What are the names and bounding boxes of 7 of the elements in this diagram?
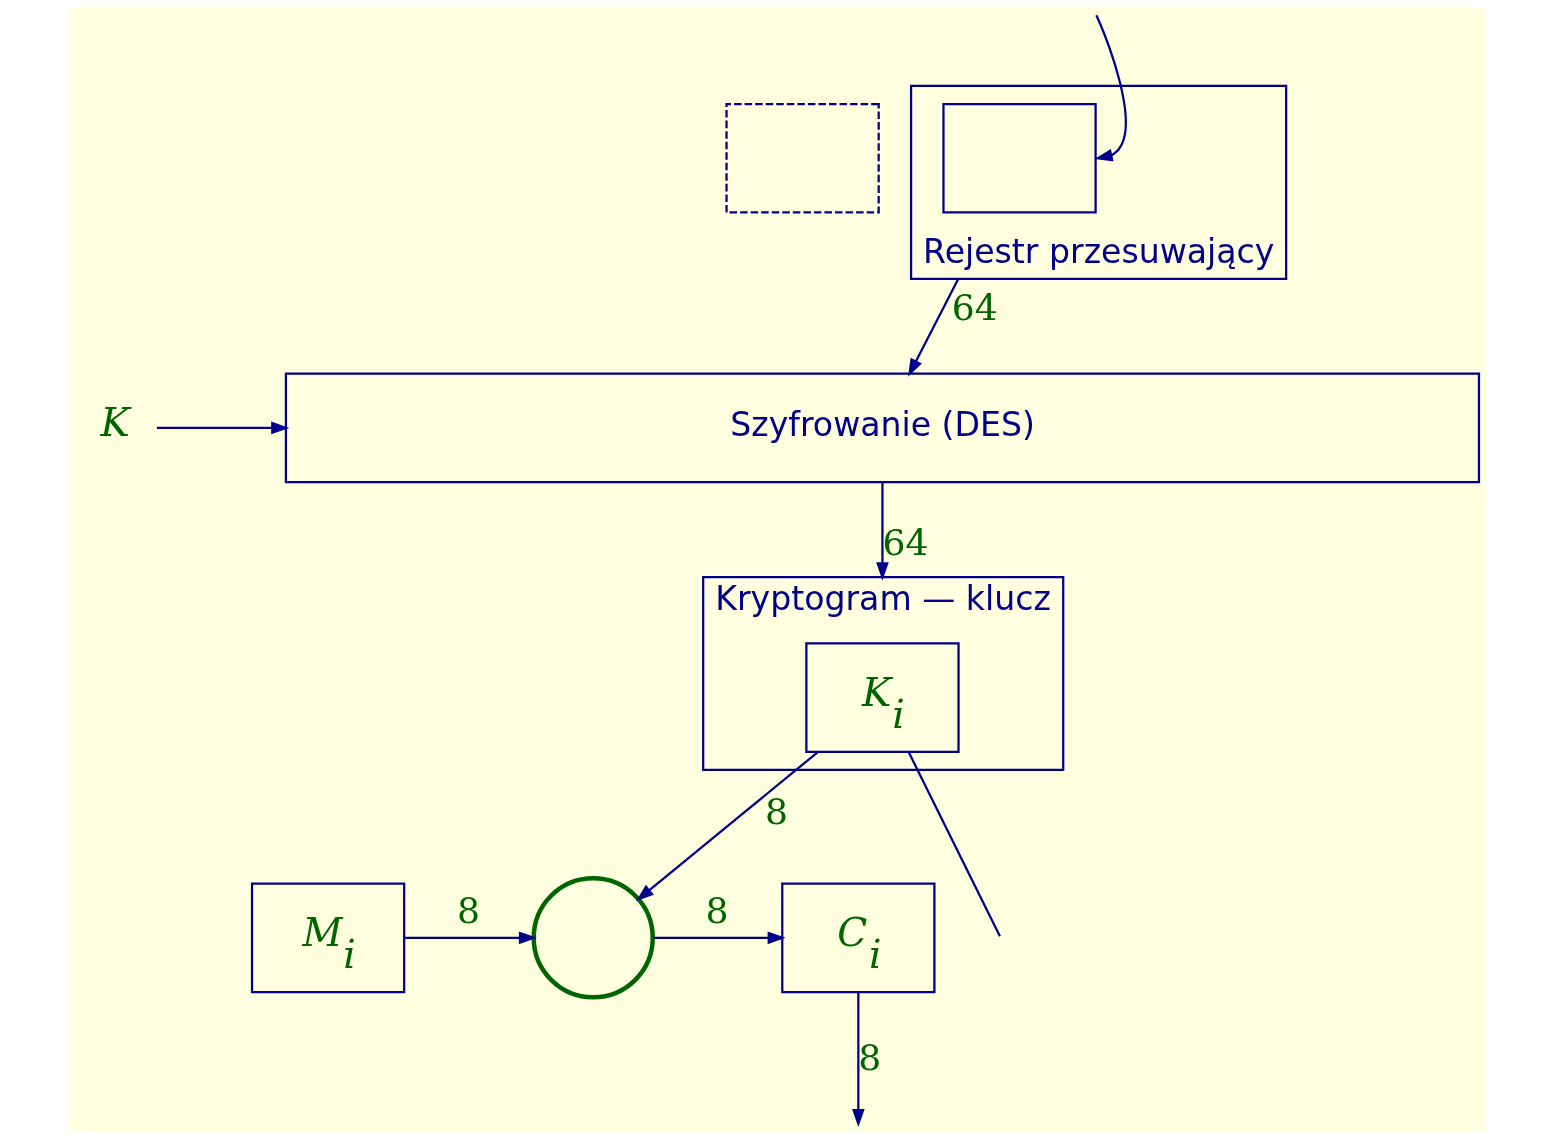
edge-label: 8 xyxy=(764,790,788,834)
edge-label: 8 xyxy=(456,889,480,933)
edge-label: 8 xyxy=(705,889,729,933)
node-text: K xyxy=(100,399,130,445)
edge-label: 64 xyxy=(951,285,998,329)
edge-label: 8 xyxy=(858,1035,882,1079)
edge-label: 64 xyxy=(882,520,929,564)
